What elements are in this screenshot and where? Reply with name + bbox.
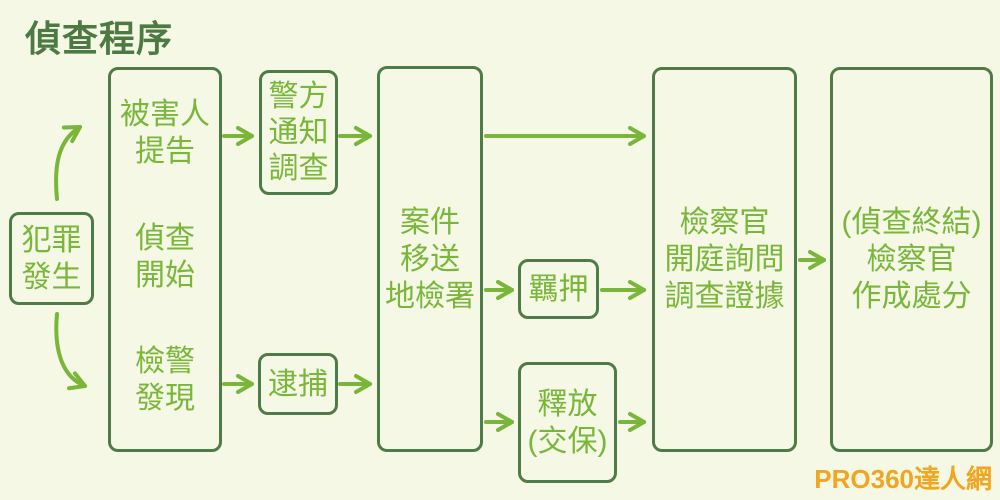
node-label-line: 發現 (135, 382, 195, 415)
node-case-transfer-district-prosecutors: 案件 移送 地檢署 (377, 66, 483, 452)
node-label-line: 檢察官 (679, 206, 770, 239)
node-label-line: 逮捕 (268, 367, 328, 401)
node-detention: 羈押 (518, 259, 599, 319)
node-sub-victim-report: 被害人 提告 (120, 96, 210, 170)
node-label-line: 發生 (21, 260, 82, 294)
node-crime-occurs: 犯罪 發生 (9, 212, 94, 305)
node-label-line: 被害人 (120, 98, 210, 131)
node-arrest: 逮捕 (258, 353, 338, 415)
node-release-on-bail: 釋放 (交保) (518, 362, 617, 483)
node-label-line: 通知 (268, 115, 329, 149)
node-sub-police-discovery: 檢警 發現 (135, 343, 195, 417)
node-sub-investigation-begins: 偵查 開始 (135, 220, 195, 294)
node-label-line: 案件 (400, 205, 460, 239)
node-label-line: 作成處分 (851, 280, 972, 313)
node-label-line: 羈押 (528, 272, 589, 306)
node-label-line: 調查證據 (664, 280, 785, 313)
node-label-line: 開始 (135, 258, 195, 292)
node-label-line: 檢警 (135, 345, 195, 378)
edge-crime-to-victim-report (54, 125, 82, 201)
node-label-line: 犯罪 (21, 223, 82, 257)
node-police-notice-investigation: 警方 通知 調查 (259, 70, 338, 195)
node-label-line: (偵查終結) (841, 206, 982, 239)
page-title: 偵查程序 (25, 18, 174, 59)
node-label-line: (交保) (527, 424, 608, 458)
node-label-line: 偵查 (135, 221, 195, 255)
node-final-disposition: (偵查終結) 檢察官 作成處分 (830, 67, 993, 452)
node-label-line: 調查 (268, 151, 329, 185)
node-label-line: 釋放 (537, 387, 598, 421)
node-label-line: 警方 (268, 79, 329, 113)
edge-crime-to-police-discovery (54, 312, 87, 391)
node-prosecutor-hearing: 檢察官 開庭詢問 調查證據 (652, 67, 797, 452)
watermark: PRO360達人網 (814, 464, 992, 494)
node-investigation-start-group: 被害人 提告 偵查 開始 檢警 發現 (108, 67, 222, 452)
node-label-line: 提告 (135, 135, 195, 168)
node-label-line: 檢察官 (866, 243, 957, 276)
node-label-line: 地檢署 (385, 279, 475, 313)
node-label-line: 移送 (400, 242, 460, 276)
node-label-line: 開庭詢問 (664, 243, 785, 276)
